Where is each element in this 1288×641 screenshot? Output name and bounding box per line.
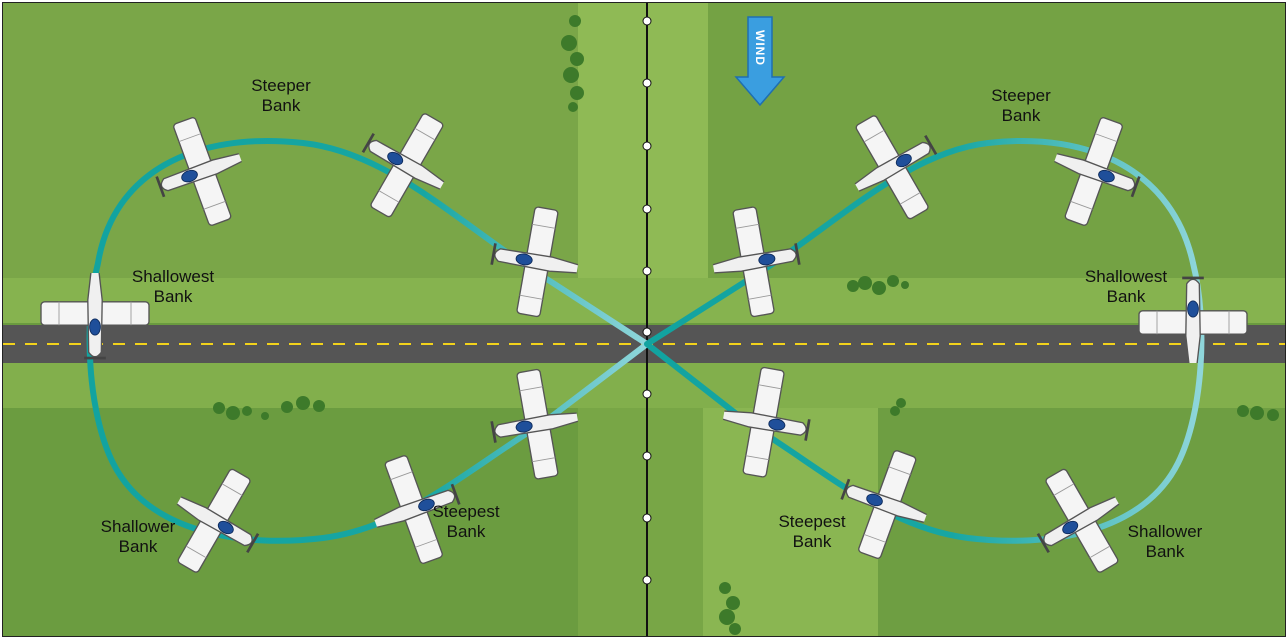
label-left-top-line1: Steeper xyxy=(251,76,311,95)
label-right-bottom-inner-line1: Steepest xyxy=(778,512,845,531)
label-right-bottom-outer-line2: Bank xyxy=(1146,542,1185,561)
label-left-mid-line1: Shallowest xyxy=(132,267,214,286)
label-right-mid-line2: Bank xyxy=(1107,287,1146,306)
label-right-bottom-outer-line1: Shallower xyxy=(1128,522,1203,541)
label-left-bottom-inner-line2: Bank xyxy=(447,522,486,541)
label-right-top-line1: Steeper xyxy=(991,86,1051,105)
diagram-canvas: WIND Steeper Bank Shallowest Bank Shallo… xyxy=(3,3,1285,636)
label-left-bottom-outer-line1: Shallower xyxy=(101,517,176,536)
label-right-top-line2: Bank xyxy=(1002,106,1041,125)
label-right-bottom-inner-line2: Bank xyxy=(793,532,832,551)
wind-label: WIND xyxy=(753,30,767,66)
label-left-bottom-inner-line1: Steepest xyxy=(432,502,499,521)
label-left-bottom-outer-line2: Bank xyxy=(119,537,158,556)
label-left-mid-line2: Bank xyxy=(154,287,193,306)
label-left-top-line2: Bank xyxy=(262,96,301,115)
label-right-mid-line1: Shallowest xyxy=(1085,267,1167,286)
